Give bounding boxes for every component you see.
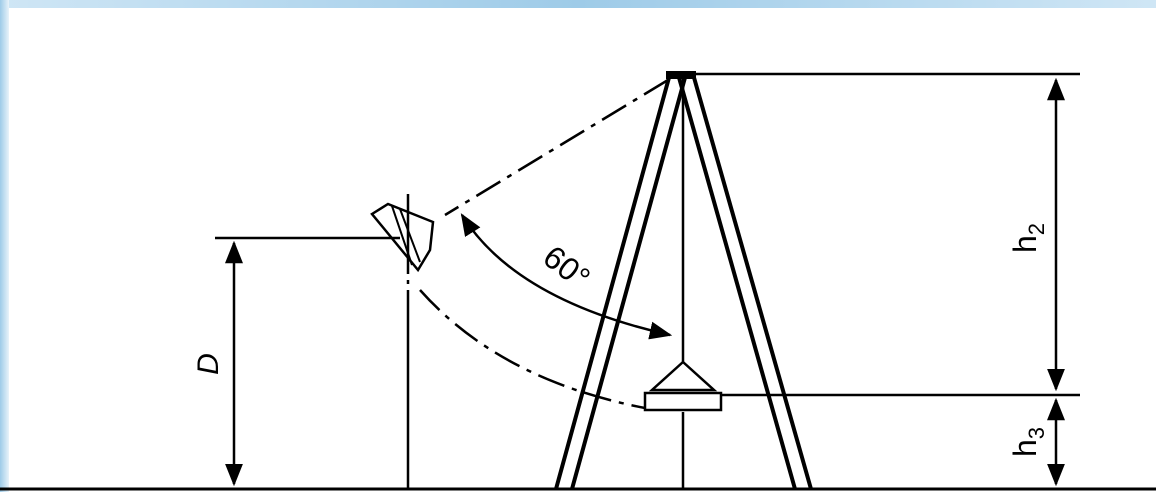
frame-top-pivot — [666, 71, 696, 79]
raised-pendulum-line — [444, 78, 669, 217]
top-frame-band — [0, 0, 1156, 8]
frame-right-leg-inner — [676, 73, 797, 490]
h3-label: h3 — [1007, 427, 1049, 457]
svg-text:h2: h2 — [1007, 223, 1049, 253]
frame-left-leg-inner — [570, 73, 688, 490]
h2-label: h2 — [1007, 223, 1049, 253]
striker-head-rest — [648, 360, 718, 392]
striker-head-raised-edge-2 — [399, 208, 421, 263]
h3-label-sub: 3 — [1024, 427, 1049, 439]
angle-label: 60° — [537, 238, 597, 296]
angle-arc-60 — [460, 213, 673, 340]
d-label: D — [192, 353, 225, 375]
striker-base-rest — [643, 391, 723, 412]
left-frame-band — [0, 0, 9, 492]
h2-label-sub: 2 — [1024, 223, 1049, 235]
svg-text:h3: h3 — [1007, 427, 1049, 457]
h2-label-base: h — [1007, 235, 1043, 253]
h3-label-base: h — [1007, 439, 1043, 457]
swing-path-arc — [419, 289, 646, 410]
frame-right-leg-outer — [691, 73, 813, 490]
